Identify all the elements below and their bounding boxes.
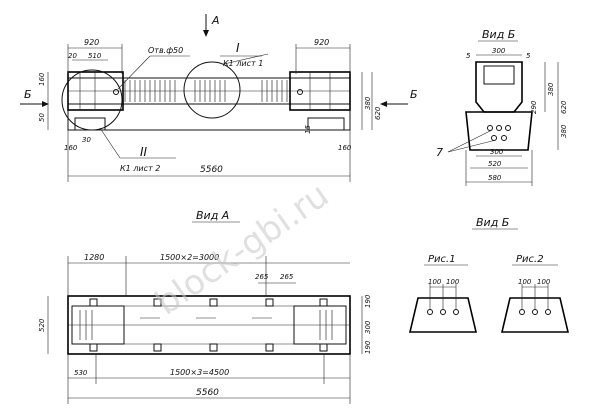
plan-dim-190b: 190 bbox=[364, 340, 372, 354]
view-a-title: Вид А bbox=[196, 209, 229, 222]
side-dim-300-top: 300 bbox=[492, 47, 506, 55]
dim-510: 510 bbox=[88, 52, 102, 60]
loop-bottom-4 bbox=[265, 343, 274, 352]
lifting-hole-right bbox=[297, 89, 303, 95]
node-ii-roman: II bbox=[140, 145, 148, 159]
loop-top-3 bbox=[209, 298, 218, 307]
view-b-title-top: Вид Б bbox=[482, 28, 515, 41]
view-b-figures: Вид Б Рис.1 100 100 Рис.2 100 100 bbox=[408, 216, 570, 333]
node-i-roman: I bbox=[236, 41, 240, 55]
dim-5560-main: 5560 bbox=[200, 165, 223, 175]
view-b-title-bottom: Вид Б bbox=[476, 216, 509, 229]
lifting-hole-left bbox=[113, 89, 119, 95]
node-i-ref: К1 лист 1 bbox=[223, 59, 263, 68]
fig1-section bbox=[408, 297, 478, 333]
loop-bottom-1 bbox=[89, 343, 98, 352]
node-i-circle bbox=[183, 61, 241, 119]
loop-top-2 bbox=[153, 298, 162, 307]
node-ii-circle bbox=[61, 69, 123, 131]
fig1-dim-100a: 100 bbox=[428, 278, 442, 286]
plan-dim-265a: 265 bbox=[255, 273, 269, 281]
plan-view-a: Вид А 1280 1500×2=300 bbox=[38, 209, 372, 404]
beam-lower-body bbox=[67, 103, 351, 131]
plan-dim-300: 300 bbox=[364, 320, 372, 334]
section-arrow-right-label: Б bbox=[410, 88, 418, 101]
dim-380-main: 380 bbox=[364, 96, 372, 110]
dim-50: 50 bbox=[38, 113, 46, 122]
side-dim-5b: 5 bbox=[526, 52, 531, 60]
side-dim-380b: 380 bbox=[560, 124, 568, 138]
plan-dim-1280: 1280 bbox=[84, 253, 104, 262]
loop-top-5 bbox=[319, 298, 328, 307]
dim-30: 30 bbox=[82, 136, 91, 144]
side-upper-block bbox=[475, 61, 523, 113]
right-end-block bbox=[289, 71, 351, 111]
plan-dim-1500x2: 1500×2=3000 bbox=[160, 253, 219, 262]
side-dim-300-bottom: 300 bbox=[490, 148, 504, 156]
plan-dim-5560: 5560 bbox=[196, 388, 219, 398]
side-view-b: Вид Б 5 5 300 380 620 290 380 300 520 58… bbox=[436, 28, 568, 186]
watermark: block-gbi.ru bbox=[148, 175, 336, 323]
reinforcement-hatch-left bbox=[124, 80, 176, 102]
dim-160-a: 160 bbox=[38, 72, 46, 86]
loop-bottom-5 bbox=[319, 343, 328, 352]
fig2-dim-100b: 100 bbox=[537, 278, 551, 286]
plan-dim-530: 530 bbox=[74, 369, 88, 377]
reinforcement-hatch-mid bbox=[194, 80, 226, 102]
reinforcement-hatch-right bbox=[261, 80, 288, 102]
fig2-section bbox=[500, 297, 570, 333]
loop-top-4 bbox=[265, 298, 274, 307]
loop-bottom-3 bbox=[209, 343, 218, 352]
plan-dim-265b: 265 bbox=[280, 273, 294, 281]
plan-dim-190a: 190 bbox=[364, 294, 372, 308]
node-ii-ref: К1 лист 2 bbox=[120, 164, 160, 173]
dim-620-main: 620 bbox=[374, 106, 382, 120]
item-7-label: 7 bbox=[436, 146, 443, 159]
plan-dim-1500x3: 1500×3=4500 bbox=[170, 368, 229, 377]
loop-top-1 bbox=[89, 298, 98, 307]
side-dim-290: 290 bbox=[530, 100, 538, 114]
main-elevation: А Б Б I К1 лист 1 Отв.ф50 II К1 лист 2 9… bbox=[20, 14, 418, 182]
fig2-label: Рис.2 bbox=[516, 254, 544, 265]
right-foot bbox=[307, 117, 345, 131]
loop-bottom-2 bbox=[153, 343, 162, 352]
section-arrow-left-label: Б bbox=[24, 88, 32, 101]
side-dim-620: 620 bbox=[560, 100, 568, 114]
side-lower-block bbox=[465, 111, 533, 151]
side-dim-380: 380 bbox=[547, 82, 555, 96]
view-a-arrow-label: А bbox=[211, 14, 220, 27]
dim-920-right: 920 bbox=[314, 38, 329, 47]
dim-160-c: 160 bbox=[338, 144, 352, 152]
left-end-block bbox=[67, 71, 124, 111]
side-dim-580: 580 bbox=[488, 174, 502, 182]
hole-note: Отв.ф50 bbox=[148, 46, 183, 55]
fig1-label: Рис.1 bbox=[428, 254, 456, 265]
dim-20: 20 bbox=[68, 52, 77, 60]
fig1-dim-100b: 100 bbox=[446, 278, 460, 286]
left-foot bbox=[74, 117, 106, 131]
dim-15: 15 bbox=[304, 125, 312, 134]
plan-dim-520: 520 bbox=[38, 318, 46, 332]
fig2-dim-100a: 100 bbox=[518, 278, 532, 286]
side-dim-520: 520 bbox=[488, 160, 502, 168]
dim-920-left: 920 bbox=[84, 38, 99, 47]
side-dim-5a: 5 bbox=[466, 52, 471, 60]
dim-160-b: 160 bbox=[64, 144, 78, 152]
